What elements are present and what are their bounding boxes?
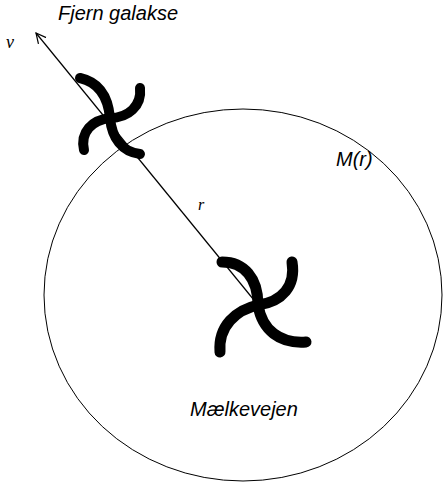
mass-region-circle: M(r): [43, 108, 443, 482]
radius-symbol: r: [198, 196, 204, 214]
circle-outline: [43, 108, 443, 482]
galaxy-label: Fjern galakse: [58, 2, 178, 25]
galaxy-label: Mælkevejen: [190, 398, 298, 421]
mass-label: M(r): [336, 148, 373, 171]
velocity-symbol: v: [6, 32, 14, 53]
far-galaxy: [80, 78, 140, 154]
radius-arrow: [36, 33, 258, 305]
milky-way-galaxy: [220, 262, 306, 352]
